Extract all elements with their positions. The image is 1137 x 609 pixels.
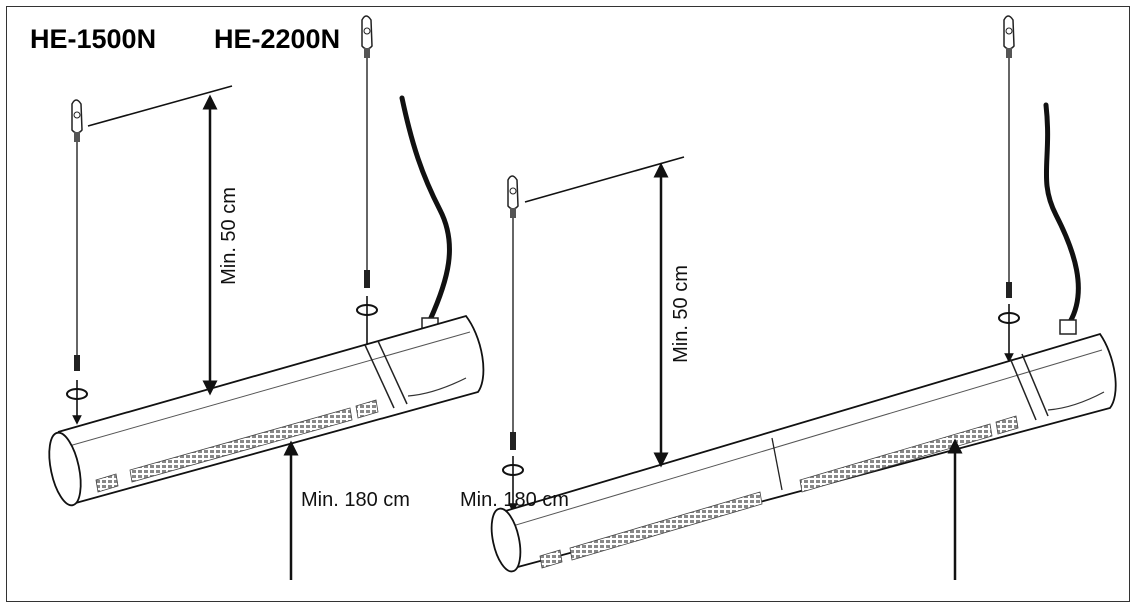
left-wire-clamp: [74, 355, 80, 371]
left-heater-right-bracket-icon: [356, 296, 378, 357]
right-heating-grille-a: [569, 491, 763, 561]
right-power-cable: [1043, 102, 1081, 325]
left-heater-assembly: [48, 15, 485, 580]
right-heater-tube: [490, 332, 1117, 573]
right-cable-gland: [1059, 319, 1077, 335]
left-top-clearance-label: Min. 50 cm: [217, 187, 240, 285]
left-heater-right-clamp: [364, 270, 370, 288]
left-power-cable: [399, 95, 452, 323]
model-label-right: HE-2200N: [214, 24, 341, 54]
left-heater-tube: [48, 314, 485, 507]
right-top-clearance-label: Min. 50 cm: [669, 265, 692, 363]
right-bracket-icon: [502, 456, 524, 513]
right-floor-height-label: Min. 180 cm: [460, 489, 569, 511]
left-heater-right-hook-icon: [361, 15, 373, 58]
right-heater-right-clamp: [1006, 282, 1012, 298]
right-wire-clamp: [510, 432, 516, 450]
right-hook-icon: [507, 175, 519, 218]
right-heater-right-hook-icon: [1003, 15, 1015, 58]
left-ceiling-line: [87, 85, 233, 127]
left-bracket-icon: [66, 380, 88, 425]
left-hook-icon: [71, 99, 83, 142]
right-heater-right-bracket-icon: [998, 304, 1020, 363]
diagram-frame: [6, 6, 1130, 602]
right-heating-grille-b: [799, 423, 993, 493]
model-label-left: HE-1500N: [30, 24, 157, 54]
right-heater-assembly: [490, 15, 1117, 580]
left-floor-height-label: Min. 180 cm: [301, 489, 410, 511]
left-heating-grille: [129, 407, 353, 483]
